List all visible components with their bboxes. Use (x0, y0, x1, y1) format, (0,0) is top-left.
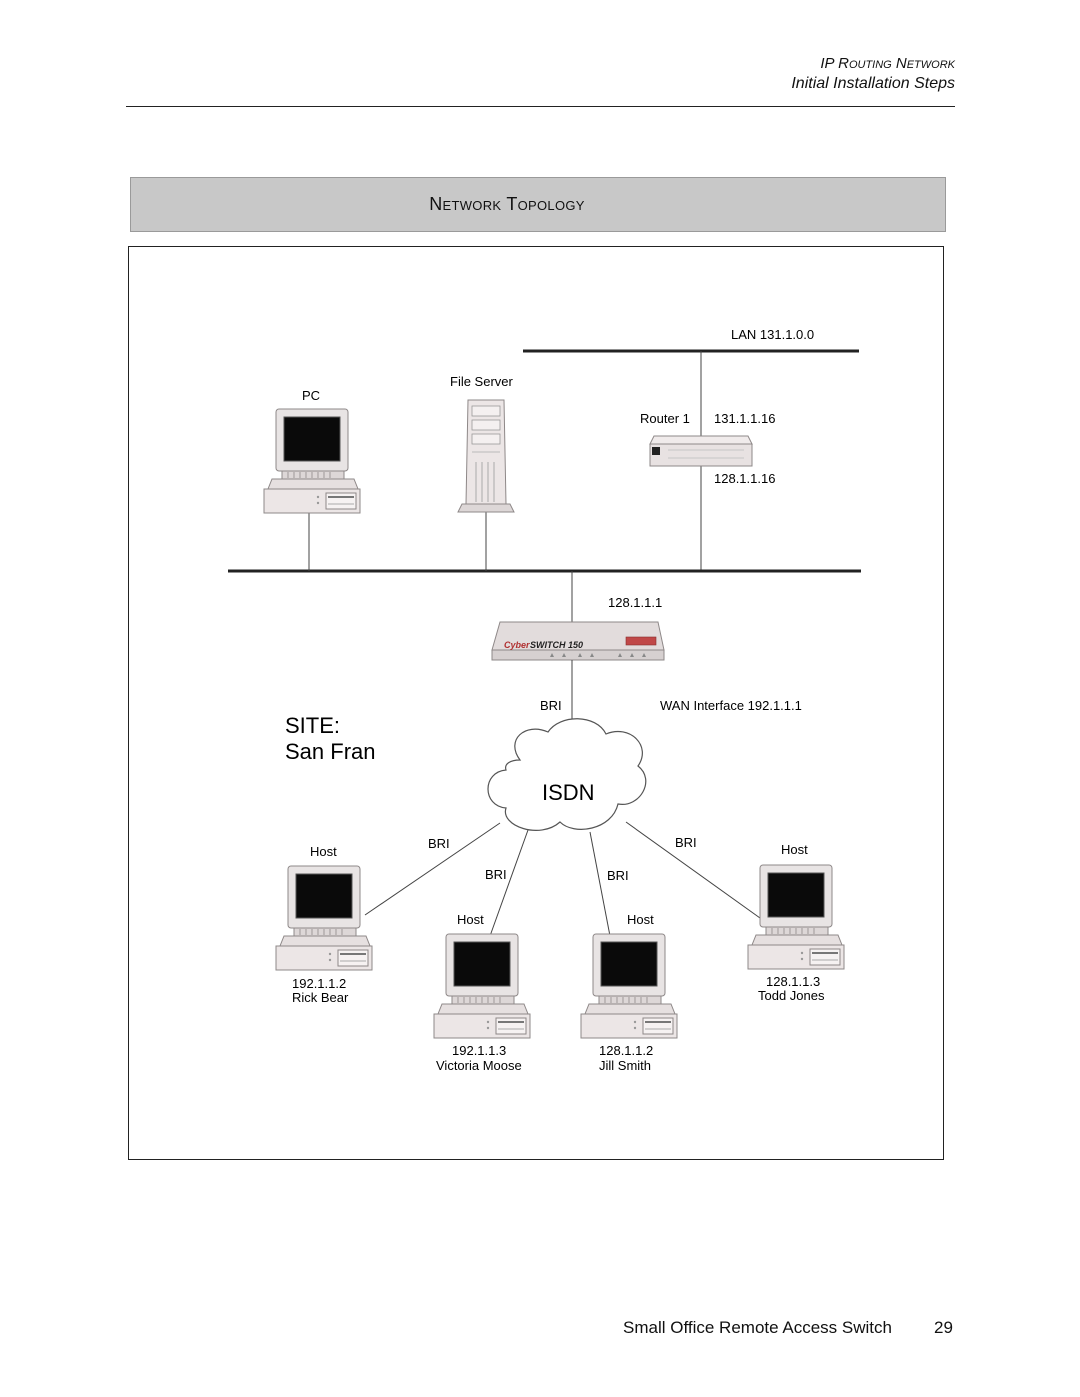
router-ip-local: 128.1.1.16 (714, 471, 775, 486)
pc-computer-icon (263, 408, 361, 514)
host-label-jill: Host (627, 912, 654, 927)
host-ip-rick: 192.1.1.2 (292, 976, 346, 991)
link-jill-smith (589, 831, 611, 937)
switch-brand-cyber: Cyber (504, 640, 530, 650)
section-band: Network Topology (130, 177, 946, 232)
link-rick-bear (364, 822, 501, 916)
header-network: Network (891, 55, 955, 72)
link-todd-jones (625, 821, 761, 919)
header-rule (126, 106, 955, 107)
isdn-label: ISDN (542, 780, 595, 805)
host-label-victoria: Host (457, 912, 484, 927)
header-routing: Routing (838, 55, 892, 72)
file-server-label: File Server (450, 374, 514, 389)
host-label-rick: Host (310, 844, 337, 859)
running-header-title: IP Routing Network (820, 55, 955, 72)
section-title: Network Topology (429, 194, 585, 214)
footer-doc-title: Small Office Remote Access Switch (623, 1318, 892, 1337)
site-name: San Fran (285, 739, 376, 764)
host-computer-icon-jill (580, 933, 678, 1039)
bri-label-todd: BRI (675, 835, 697, 850)
site-label: SITE: (285, 713, 340, 738)
host-label-todd: Host (781, 842, 808, 857)
host-computer-icon-todd (747, 864, 845, 970)
link-victoria-moose (489, 829, 529, 937)
bri-label-victoria: BRI (485, 867, 507, 882)
bri-label-rick: BRI (428, 836, 450, 851)
host-ip-todd: 128.1.1.3 (766, 974, 820, 989)
host-name-jill: Jill Smith (599, 1058, 651, 1073)
router-ip-lan: 131.1.1.16 (714, 411, 775, 426)
host-computer-icon-rick (275, 865, 373, 971)
wan-interface-label: WAN Interface 192.1.1.1 (660, 698, 802, 713)
host-name-todd: Todd Jones (758, 988, 825, 1003)
switch-brand-model: SWITCH 150 (530, 640, 583, 650)
host-name-victoria: Victoria Moose (436, 1058, 522, 1073)
switch-ip-label: 128.1.1.1 (608, 595, 662, 610)
host-ip-jill: 128.1.1.2 (599, 1043, 653, 1058)
file-server-icon (457, 399, 515, 513)
router-icon (649, 435, 753, 467)
pc-label: PC (302, 388, 320, 403)
lan-label: LAN 131.1.0.0 (731, 327, 814, 342)
router-label: Router 1 (640, 411, 690, 426)
figure-frame (128, 246, 944, 1160)
running-header-subtitle: Initial Installation Steps (791, 75, 955, 92)
switch-bri-label: BRI (540, 698, 562, 713)
cyberswitch-device-icon: Cyber SWITCH 150 (491, 621, 665, 661)
host-ip-victoria: 192.1.1.3 (452, 1043, 506, 1058)
footer-page-number: 29 (934, 1318, 953, 1337)
host-name-rick: Rick Bear (292, 990, 349, 1005)
isdn-cloud-icon (487, 718, 647, 831)
bri-label-jill: BRI (607, 868, 629, 883)
header-ip: IP (820, 55, 839, 72)
host-computer-icon-victoria (433, 933, 531, 1039)
